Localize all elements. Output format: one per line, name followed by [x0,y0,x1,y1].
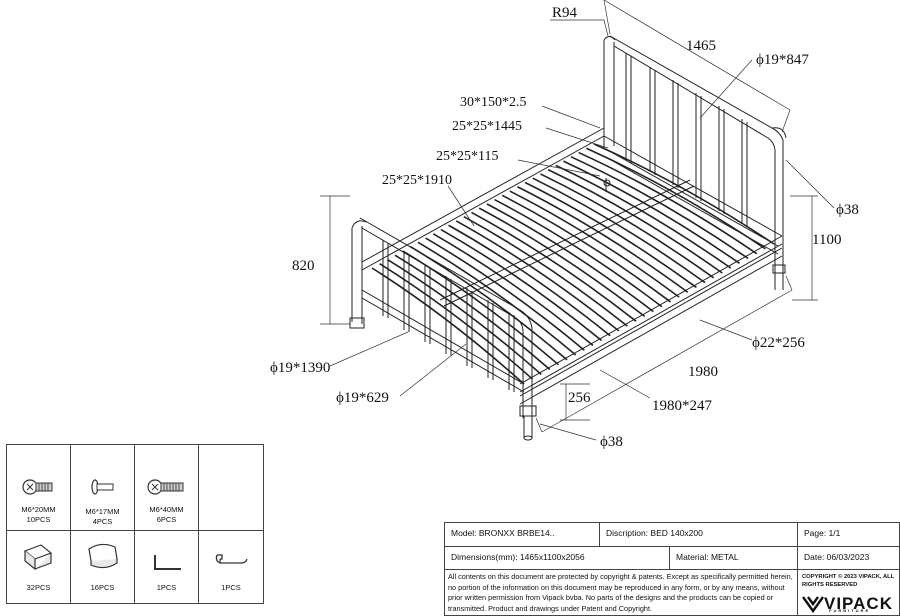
leg-label: ϕ22*256 [752,335,805,351]
hardware-cell-bolt-40: M6*40MM 6PCS [135,445,199,531]
foot-post-diameter-label: ϕ38 [600,434,623,450]
slat [425,237,585,351]
slat [517,186,689,293]
slat [593,143,775,245]
clearance-label: 256 [568,390,591,406]
logo-text: VIPACK [824,594,893,613]
hardware-qty: 1PCS [156,583,177,592]
long-beam-label: 25*25*1910 [382,173,452,188]
hardware-cell-empty [199,445,263,531]
dimension-lines [320,0,835,441]
hardware-name: M6*40MM [149,505,184,514]
pin-icon [90,479,113,495]
material-field: Material: METAL [669,547,797,569]
slat [471,211,637,322]
page-field: Page: 1/1 [797,523,899,546]
radius-label: R94 [552,5,578,21]
long-bolt-icon [146,479,183,495]
slat [547,168,723,274]
slat [432,233,594,346]
hardware-qty: 6PCS [156,515,177,524]
slat [509,190,680,298]
total-height-label: 1100 [812,232,841,248]
hardware-qty: 32PCS [26,583,51,592]
slat [524,181,697,289]
hardware-qty: 16PCS [90,583,115,592]
hardware-qty: 4PCS [92,517,113,526]
description-field: Discription: BED 140x200 [599,523,797,546]
headboard [603,35,787,290]
headboard-width-label: 1465 [686,38,716,54]
slat [563,160,740,264]
hardware-cell-bolt-20: M6*20MM 10PCS [7,445,71,531]
slat [555,164,732,269]
vipack-logo: VIPACK FURNITURE [802,595,893,613]
hardware-cell-pin-17: M6*17MM 4PCS [71,445,135,531]
slat [570,156,749,260]
dimensions-field: Dimensions(mm): 1465x1100x2056 [451,552,585,562]
slat [478,207,646,318]
slat [448,224,611,337]
footboard-rail-label: ϕ19*1390 [270,360,330,376]
footboard-height-label: 820 [292,258,315,274]
date-field: Date: 06/03/2023 [797,547,899,569]
footboard [349,217,537,441]
slat [501,194,672,303]
slat-support-label: 25*25*115 [436,149,498,164]
slat [455,220,620,332]
allen-key-icon [153,555,181,570]
slat [463,215,628,327]
slat [494,198,663,308]
hardware-qty: 10PCS [26,515,51,524]
slat-holder-icon [87,543,118,569]
logo-subtext: FURNITURE [829,608,871,613]
title-block: Model: BRONXX BRBE14.. Discription: BED … [444,522,900,616]
hardware-table: M6*20MM 10PCS M6*17MM 4PCS M6*40MM 6PCS … [6,444,264,604]
slat-cap-icon [23,544,52,571]
side-rail-label: 1980*247 [652,398,713,414]
bed-frame [361,127,783,405]
hardware-cell-allen-key: 1PCS [135,531,199,603]
hardware-name: M6*20MM [21,505,56,514]
slat [440,228,603,342]
slat [417,241,577,356]
wrench-icon [215,554,248,564]
slat [486,203,654,313]
hardware-qty: 1PCS [221,583,241,592]
slat [586,147,766,250]
slat [540,173,715,279]
hardware-cell-slat-holder: 16PCS [71,531,135,603]
headboard-tube-label: ϕ19*847 [756,52,809,68]
slat [532,177,706,284]
slat [371,267,525,385]
legal-notice: All contents on this document are protec… [448,572,793,613]
vipack-logo-icon [802,596,824,613]
center-beam-label: 25*25*1445 [452,119,522,134]
bolt-icon [21,479,52,495]
post-diameter-label: ϕ38 [836,202,859,218]
title-row-2: Dimensions(mm): 1465x1100x2056 Material:… [445,547,899,570]
hardware-name: M6*17MM [85,507,120,516]
brand-cell: COPYRIGHT © 2023 VIPACK, ALL RIGHTS RESE… [797,570,899,615]
length-label: 1980 [688,364,718,380]
slat [578,151,758,255]
footboard-tube-label: ϕ19*629 [336,390,389,406]
model-field: Model: BRONXX BRBE14.. [451,528,555,538]
rail-profile-label: 30*150*2.5 [460,95,527,110]
hardware-cell-slat-cap: 32PCS [7,531,71,603]
copyright-text: COPYRIGHT © 2023 VIPACK, ALL RIGHTS RESE… [802,574,895,588]
hardware-cell-wrench: 1PCS [199,531,263,603]
title-row-1: Model: BRONXX BRBE14.. Discription: BED … [445,523,899,547]
